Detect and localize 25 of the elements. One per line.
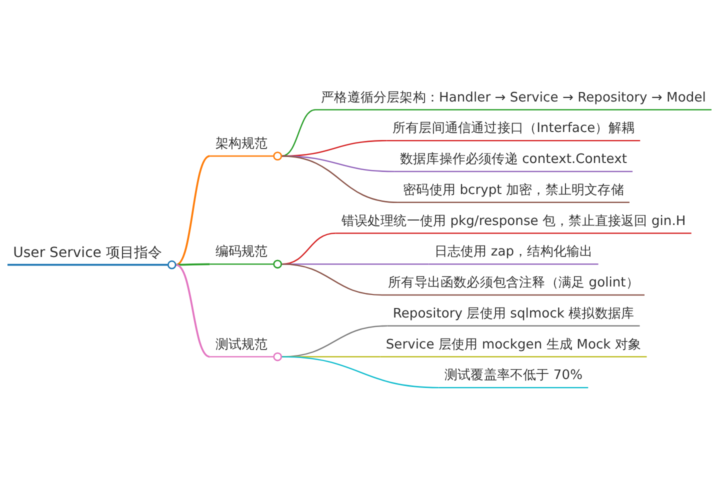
central-topic: User Service 项目指令 bbox=[7, 244, 176, 270]
leaf-topic: Service 层使用 mockgen 生成 Mock 对象 bbox=[380, 337, 647, 358]
leaf-topic: 所有导出函数必须包含注释（满足 golint） bbox=[382, 275, 645, 296]
branch-line bbox=[282, 109, 316, 157]
branch-topic: 架构规范 bbox=[210, 136, 282, 160]
leaf-topic: 数据库操作必须传递 context.Context bbox=[394, 152, 633, 172]
node-label: 测试规范 bbox=[215, 337, 268, 352]
branch-line bbox=[176, 264, 210, 358]
branch-topic: 编码规范 bbox=[210, 244, 282, 269]
branch-line bbox=[176, 155, 210, 266]
leaf-topic: 密码使用 bcrypt 加密，禁止明文存储 bbox=[398, 182, 630, 204]
leaf-topic: 错误处理统一使用 pkg/response 包，禁止直接返回 gin.H bbox=[336, 214, 692, 234]
branch-topic: 测试规范 bbox=[210, 337, 282, 362]
branch-line bbox=[282, 356, 439, 388]
leaf-topic: 严格遵循分层架构：Handler → Service → Repository → Model bbox=[315, 90, 712, 110]
leaf-topic: Repository 层使用 sqlmock 模拟数据库 bbox=[387, 306, 640, 327]
branch-line bbox=[176, 263, 210, 266]
branch-line bbox=[282, 263, 383, 296]
node-label: User Service 项目指令 bbox=[13, 244, 162, 261]
leaf-topic: 日志使用 zap，结构化输出 bbox=[428, 244, 598, 265]
branch-line bbox=[282, 155, 398, 204]
leaf-topic: 所有层间通信通过接口（Interface）解耦 bbox=[386, 120, 640, 142]
node-label: 架构规范 bbox=[215, 136, 268, 152]
leaf-topic: 测试覆盖率不低于 70% bbox=[438, 368, 588, 388]
node-label: 编码规范 bbox=[215, 244, 268, 260]
